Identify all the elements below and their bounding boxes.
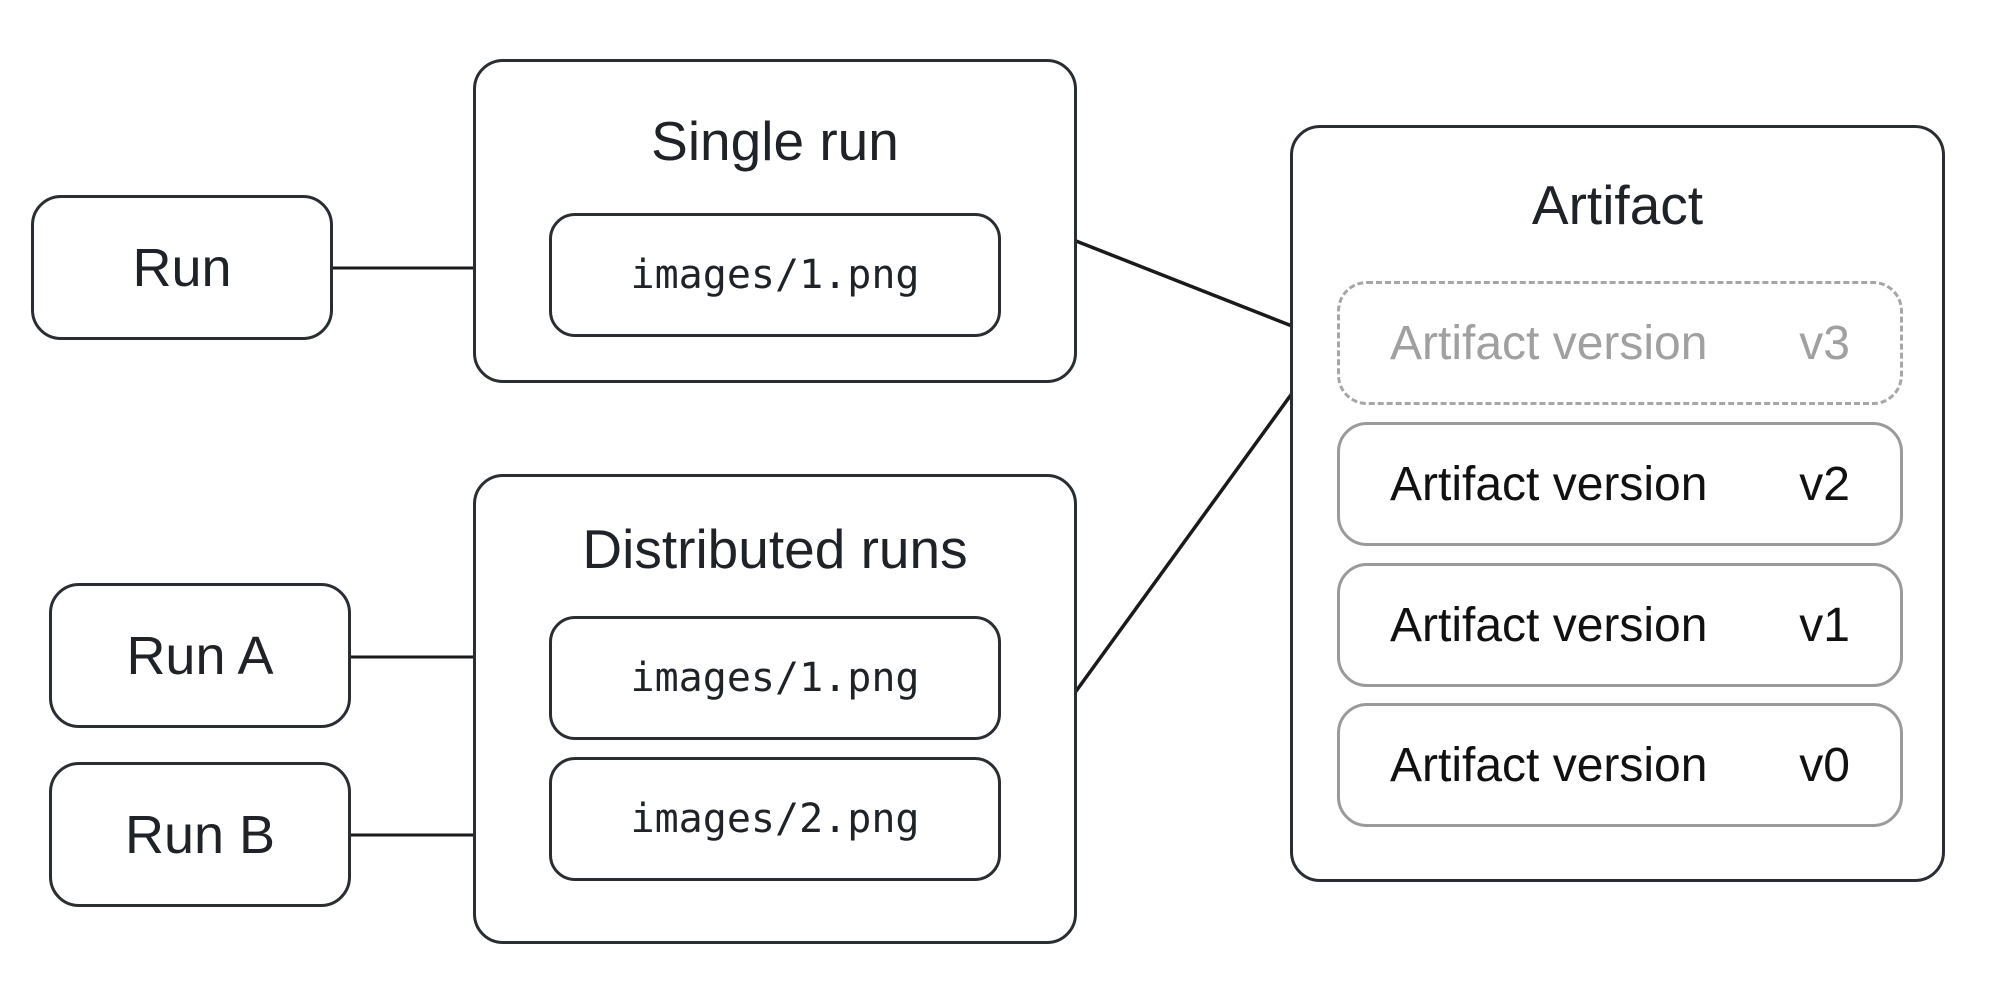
artifact-version-v2-tag: v2 — [1799, 457, 1850, 511]
artifact-version-v2: Artifact version v2 — [1337, 422, 1903, 546]
artifact-version-v1: Artifact version v1 — [1337, 563, 1903, 687]
artifact-version-v3-label: Artifact version — [1390, 316, 1708, 370]
artifact-title: Artifact — [1531, 174, 1704, 236]
artifact-version-v0-tag: v0 — [1799, 738, 1850, 792]
run-label: Run — [132, 237, 232, 298]
arrow-distributed-to-artifact — [1072, 339, 1332, 696]
run-box: Run — [31, 195, 333, 340]
artifact-version-v2-label: Artifact version — [1390, 457, 1708, 511]
distributed-file-2: images/2.png — [549, 757, 1001, 881]
distributed-file-1-label: images/1.png — [630, 655, 920, 701]
single-run-file: images/1.png — [549, 213, 1001, 337]
run-a-box: Run A — [49, 583, 351, 728]
artifact-version-v0-label: Artifact version — [1390, 738, 1708, 792]
artifact-version-v3-tag: v3 — [1799, 316, 1850, 370]
distributed-runs-group: Distributed runs images/1.png images/2.p… — [473, 474, 1077, 944]
distributed-file-2-label: images/2.png — [630, 796, 920, 842]
artifact-version-v0: Artifact version v0 — [1337, 703, 1903, 827]
run-b-box: Run B — [49, 762, 351, 907]
artifact-group: Artifact Artifact version v3 Artifact ve… — [1290, 125, 1945, 882]
arrow-single-to-artifact — [1075, 239, 1332, 346]
artifact-version-v3: Artifact version v3 — [1337, 281, 1903, 405]
run-b-label: Run B — [124, 804, 276, 865]
artifact-version-v1-label: Artifact version — [1390, 598, 1708, 652]
single-run-file-label: images/1.png — [630, 252, 920, 298]
single-run-title: Single run — [651, 110, 899, 172]
single-run-group: Single run images/1.png — [473, 59, 1077, 383]
distributed-file-1: images/1.png — [549, 616, 1001, 740]
artifact-version-v1-tag: v1 — [1799, 598, 1850, 652]
run-a-label: Run A — [126, 625, 274, 686]
distributed-runs-title: Distributed runs — [582, 518, 968, 580]
